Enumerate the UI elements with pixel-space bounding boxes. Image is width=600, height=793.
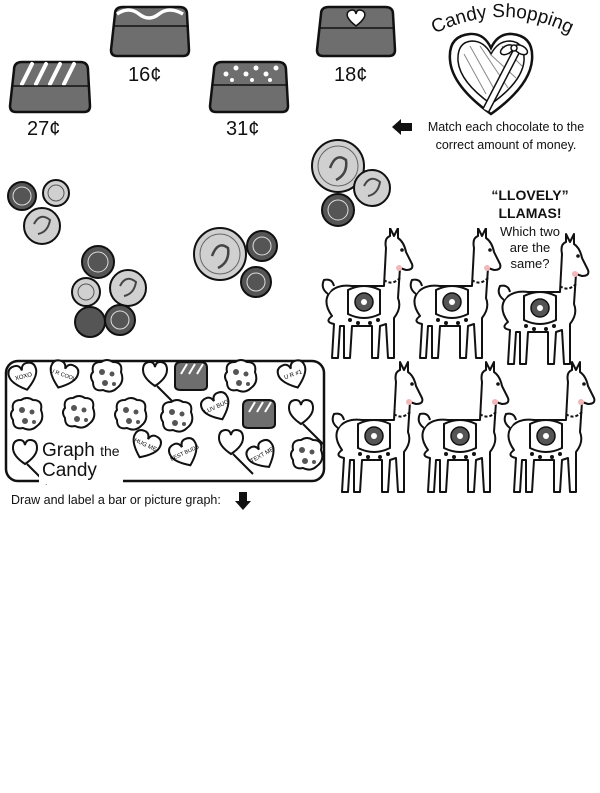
instruction-line-1: Match each chocolate to the bbox=[427, 120, 585, 134]
instruction-match: Match each chocolate to the correct amou… bbox=[416, 118, 596, 154]
graph-word-3: Candy bbox=[42, 460, 97, 481]
heart-candy-box-icon bbox=[448, 32, 534, 116]
llamas-question-line-3: same? bbox=[510, 256, 550, 271]
price-27: 27¢ bbox=[27, 118, 61, 140]
chocolate-27 bbox=[8, 60, 92, 114]
chocolate-31 bbox=[208, 60, 290, 114]
graph-instruction: Draw and label a bar or picture graph: bbox=[11, 493, 221, 507]
chocolate-18 bbox=[315, 5, 397, 58]
price-18: 18¢ bbox=[334, 64, 368, 86]
instruction-line-2: correct amount of money. bbox=[435, 138, 577, 152]
llamas-heading: “LLOVELY” LLAMAS! Which two are the same… bbox=[474, 186, 586, 272]
llamas-heading-line-2: LLAMAS! bbox=[498, 205, 562, 221]
graph-word-1: Graph bbox=[42, 440, 95, 461]
llamas-heading-line-1: “LLOVELY” bbox=[491, 187, 569, 203]
llamas-question-line-1: Which two bbox=[500, 224, 560, 239]
down-arrow-icon bbox=[235, 492, 251, 510]
graph-the-candy-label: Graph the Candy bbox=[42, 441, 120, 480]
llamas-question-line-2: are the bbox=[509, 240, 551, 255]
graph-word-2: the bbox=[100, 443, 120, 459]
left-arrow-icon bbox=[392, 119, 412, 135]
coin-group-4 bbox=[311, 139, 391, 227]
drawing-area[interactable] bbox=[0, 515, 600, 793]
coin-group-3 bbox=[193, 227, 278, 298]
price-16: 16¢ bbox=[128, 64, 162, 86]
price-31: 31¢ bbox=[226, 118, 260, 140]
heart-text-xoxo: XOXO bbox=[15, 372, 34, 382]
candy-assortment-box: XOXO U R COOL U R #1 LUV BUG HUG ME BEST… bbox=[4, 358, 326, 485]
candy-shopping-title: Candy Shopping bbox=[428, 1, 577, 38]
llamas-illustration bbox=[321, 228, 596, 493]
coin-group-1 bbox=[7, 179, 70, 245]
chocolate-16 bbox=[109, 5, 191, 58]
coin-group-2 bbox=[71, 245, 147, 338]
